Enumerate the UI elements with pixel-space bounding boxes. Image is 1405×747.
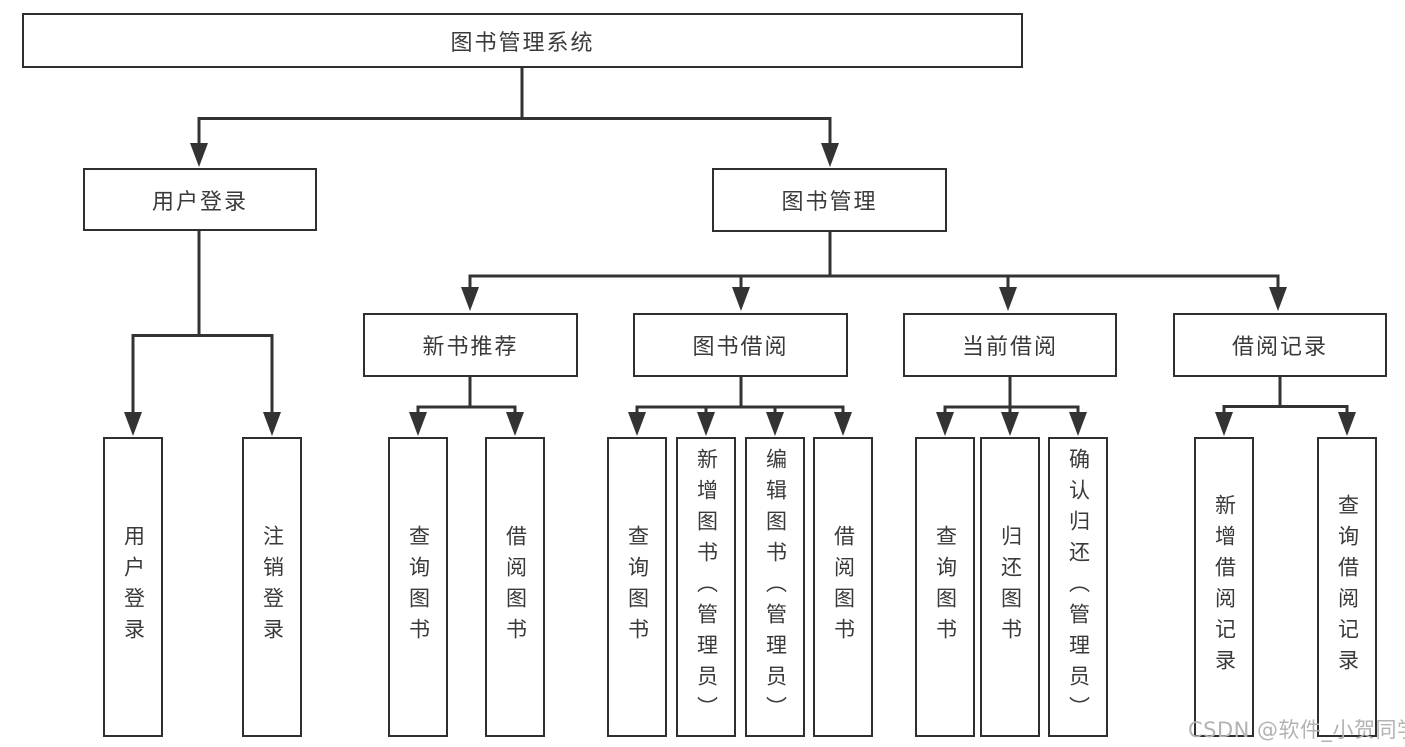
leaf-add-book-admin: 新增图书（管理员） (676, 437, 736, 737)
arrowhead-down-icon (263, 412, 281, 436)
leaf-query-books-rec: 查询图书 (388, 437, 448, 737)
arrowhead-down-icon (190, 143, 208, 167)
arrowhead-down-icon (124, 412, 142, 436)
arrowhead-down-icon (697, 412, 715, 436)
connector-line (635, 405, 845, 413)
node-user-login: 用户登录 (83, 168, 317, 231)
leaf-add-borrow-record: 新增借阅记录 (1194, 437, 1254, 737)
leaf-borrow-books-rec: 借阅图书 (485, 437, 545, 737)
arrowhead-down-icon (999, 287, 1017, 311)
arrowhead-down-icon (1269, 287, 1287, 311)
connector-line (197, 117, 832, 144)
arrowhead-down-icon (1001, 412, 1019, 436)
leaf-return-books-label: 归还图书 (998, 525, 1023, 649)
node-user-login-label: 用户登录 (151, 189, 248, 215)
arrowhead-down-icon (1338, 412, 1356, 436)
node-book-mgmt-label: 图书管理 (781, 190, 878, 215)
leaf-add-borrow-record-label: 新增借阅记录 (1212, 494, 1237, 680)
connector-book-borrow-to-leaves (628, 377, 852, 436)
connector-root-to-level2 (190, 68, 839, 167)
arrowhead-down-icon (461, 287, 479, 311)
leaf-borrow-books-2: 借阅图书 (813, 437, 873, 737)
connector-new-book-rec-to-leaves (409, 377, 524, 436)
node-root: 图书管理系统 (22, 13, 1023, 68)
arrowhead-down-icon (834, 412, 852, 436)
node-current-borrow: 当前借阅 (903, 313, 1117, 377)
leaf-user-login-label: 用户登录 (121, 525, 146, 649)
leaf-borrow-books-rec-label: 借阅图书 (503, 525, 528, 649)
connector-book-mgmt-to-level3 (461, 232, 1287, 311)
node-borrow-records-label: 借阅记录 (1231, 335, 1328, 360)
leaf-query-books-rec-label: 查询图书 (406, 525, 431, 649)
leaf-add-book-admin-label: 新增图书（管理员） (694, 447, 719, 727)
leaf-query-borrow-record: 查询借阅记录 (1317, 437, 1377, 737)
connector-user-login-to-leaves (124, 231, 281, 436)
arrowhead-down-icon (732, 287, 750, 311)
node-book-borrow-label: 图书借阅 (692, 335, 789, 360)
arrowhead-down-icon (1215, 412, 1233, 436)
arrowhead-down-icon (821, 143, 839, 167)
node-new-book-rec-label: 新书推荐 (422, 335, 519, 360)
arrowhead-down-icon (1069, 412, 1087, 436)
leaf-logout-label: 注销登录 (260, 525, 285, 649)
leaf-confirm-return-admin-label: 确认归还（管理员） (1066, 447, 1091, 727)
node-book-borrow: 图书借阅 (633, 313, 848, 377)
node-book-mgmt: 图书管理 (712, 168, 947, 232)
connector-line (131, 334, 274, 413)
node-borrow-records: 借阅记录 (1173, 313, 1387, 377)
leaf-query-books-borrow: 查询图书 (607, 437, 667, 737)
node-root-label: 图书管理系统 (450, 30, 595, 56)
arrowhead-down-icon (766, 412, 784, 436)
leaf-query-borrow-record-label: 查询借阅记录 (1335, 494, 1360, 680)
leaf-edit-book-admin: 编辑图书（管理员） (745, 437, 805, 737)
leaf-logout: 注销登录 (242, 437, 302, 737)
leaf-return-books: 归还图书 (980, 437, 1040, 737)
arrowhead-down-icon (409, 412, 427, 436)
connector-borrow-records-to-leaves (1215, 377, 1356, 436)
leaf-borrow-books-2-label: 借阅图书 (831, 525, 856, 649)
csdn-watermark: CSDN @软件_小贺同学 (1188, 718, 1405, 742)
leaf-query-books-current: 查询图书 (915, 437, 975, 737)
arrowhead-down-icon (628, 412, 646, 436)
node-current-borrow-label: 当前借阅 (961, 335, 1058, 360)
leaf-query-books-borrow-label: 查询图书 (625, 525, 650, 649)
leaf-confirm-return-admin: 确认归还（管理员） (1048, 437, 1108, 737)
leaf-user-login: 用户登录 (103, 437, 163, 737)
connector-line (468, 274, 1280, 287)
connector-line (416, 405, 517, 413)
connector-current-borrow-to-leaves (936, 377, 1087, 436)
node-new-book-rec: 新书推荐 (363, 313, 578, 377)
arrowhead-down-icon (936, 412, 954, 436)
connector-line (1222, 405, 1349, 413)
leaf-edit-book-admin-label: 编辑图书（管理员） (763, 447, 788, 727)
leaf-query-books-current-label: 查询图书 (933, 525, 958, 649)
arrowhead-down-icon (506, 412, 524, 436)
